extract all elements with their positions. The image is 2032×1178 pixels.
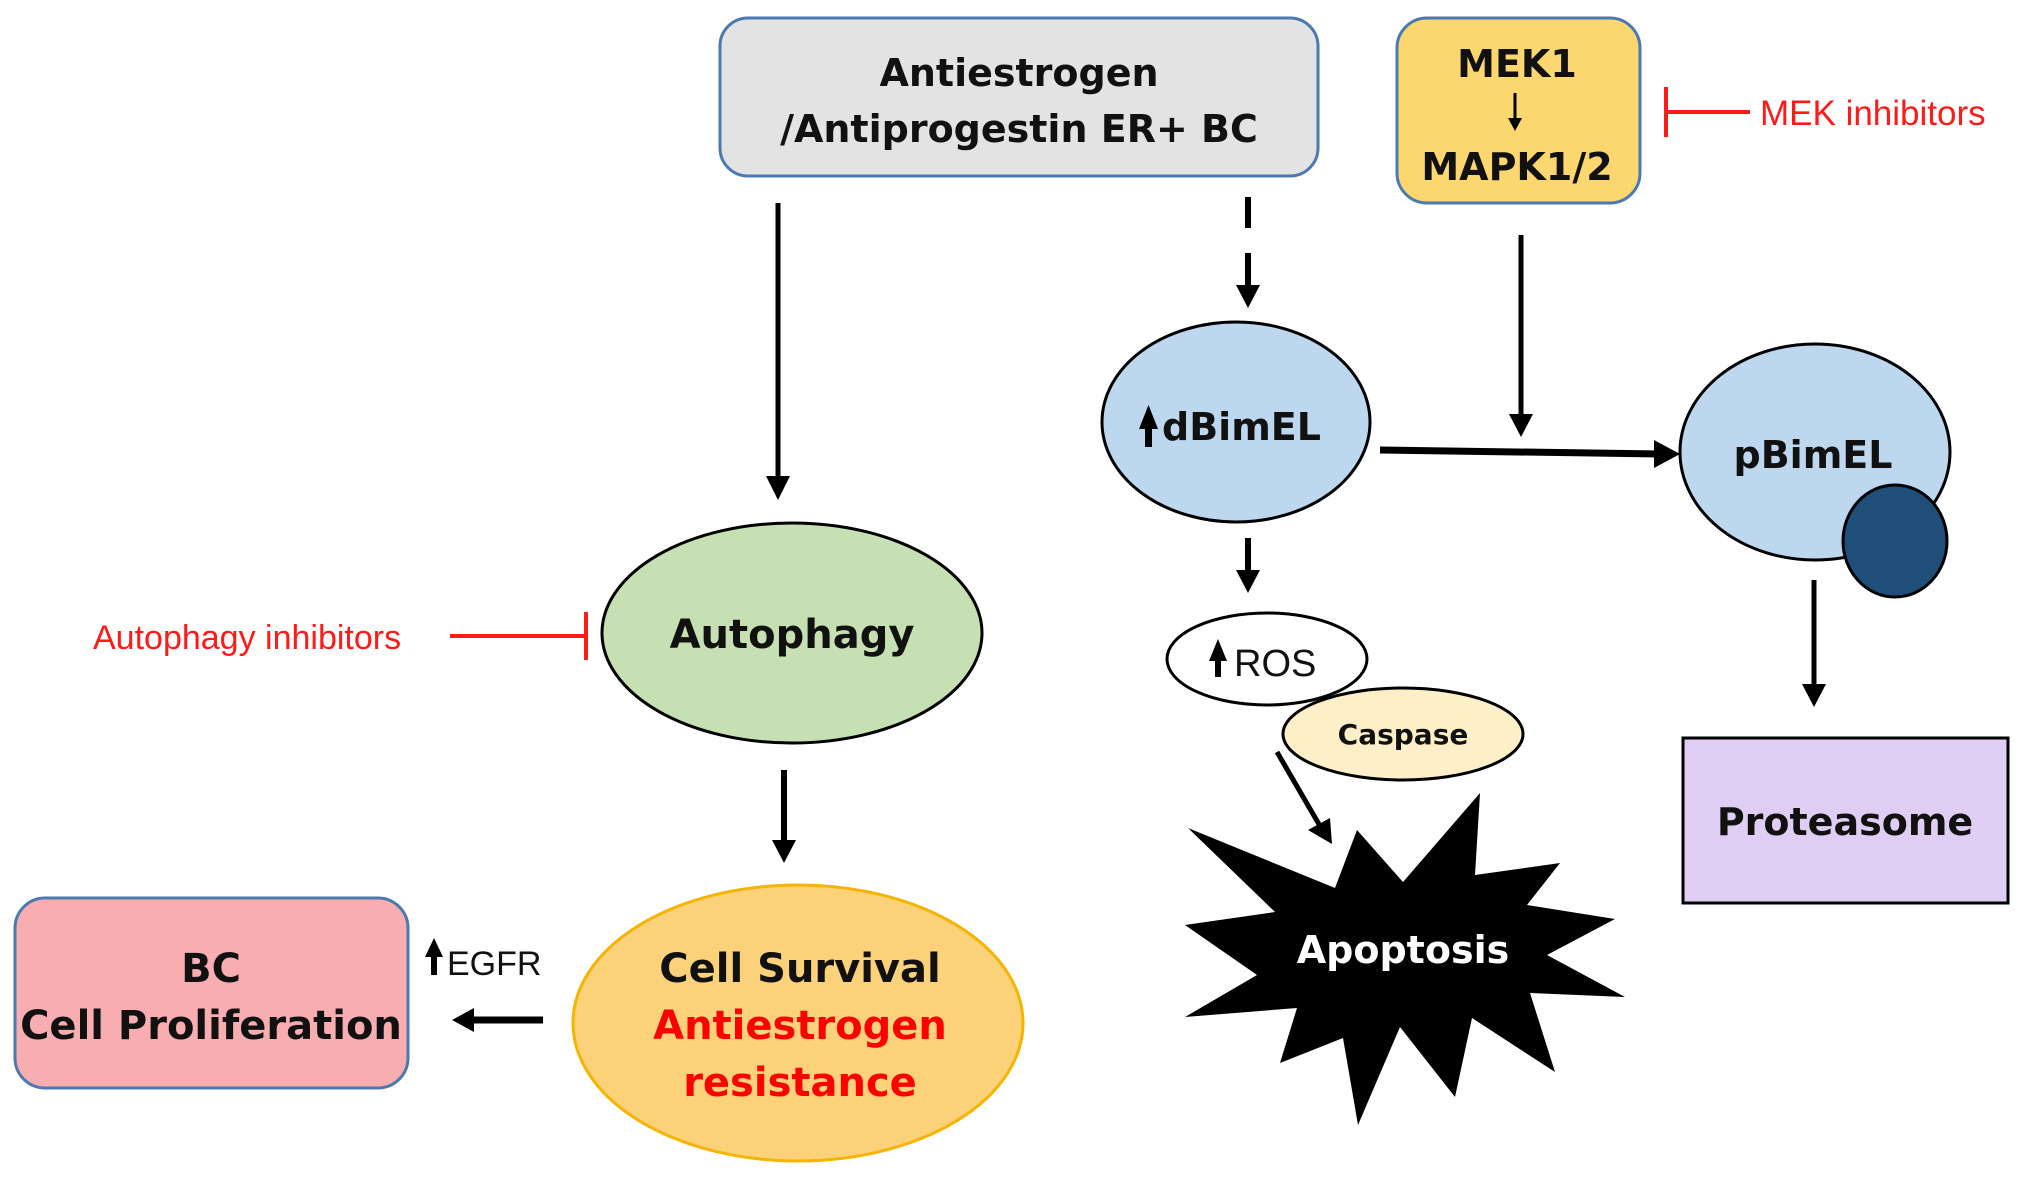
proteasome-label: Proteasome: [1717, 800, 1973, 844]
pbimel-node[interactable]: pBimEL: [1678, 342, 1952, 599]
phosphate-group-icon: [1841, 483, 1949, 599]
cell-proliferation-label: Cell Proliferation: [20, 1003, 402, 1049]
cell-survival-label: Cell Survival: [659, 946, 940, 992]
apoptosis-label: Apoptosis: [1297, 928, 1509, 972]
dbimel-label: dBimEL: [1162, 405, 1321, 449]
autophagy-node[interactable]: Autophagy: [600, 521, 984, 745]
antiestrogen-label-line2: /Antiprogestin ER+ BC: [780, 107, 1258, 151]
mek-inhibitors-label: MEK inhibitors: [1760, 94, 1986, 133]
arrow-autophagy-to-survival: [772, 770, 796, 863]
arrow-pbimel-to-proteasome: [1802, 580, 1826, 707]
cell-survival-shape: [571, 883, 1025, 1163]
dashed-arrow-antiestrogen-to-dbimel: [1236, 197, 1260, 308]
arrow-mek-to-pbimel: [1509, 235, 1533, 437]
autophagy-inhibitors-label: Autophagy inhibitors: [93, 619, 401, 657]
mek-inhibitors[interactable]: MEK inhibitors: [1664, 87, 1986, 137]
ros-shape: [1165, 611, 1369, 707]
egfr-label: EGFR: [447, 945, 541, 983]
antiestrogen-label-line1: Antiestrogen: [879, 51, 1158, 95]
mek-internal-arrow-icon: [1508, 93, 1522, 131]
apoptosis-starburst-shape: [1185, 793, 1625, 1125]
ros-label: ROS: [1234, 643, 1316, 685]
arrow-survival-to-proliferation: [452, 1008, 543, 1032]
arrow-dbimel-to-pbimel: [1379, 440, 1680, 468]
bc-proliferation-shape: [13, 896, 410, 1090]
autophagy-label: Autophagy: [670, 612, 915, 658]
proteasome-shape: [1681, 736, 2010, 905]
cell-survival-node[interactable]: Cell Survival Antiestrogen resistance: [571, 883, 1025, 1163]
antiestrogen-resistance-label-line2: resistance: [683, 1060, 917, 1106]
apoptosis-node[interactable]: Apoptosis: [1185, 793, 1625, 1125]
mek-box[interactable]: MEK1 MAPK1/2: [1395, 16, 1642, 205]
antiestrogen-box[interactable]: Antiestrogen /Antiprogestin ER+ BC: [718, 16, 1320, 178]
pbimel-label: pBimEL: [1734, 433, 1893, 477]
dbimel-node[interactable]: dBimEL: [1100, 320, 1372, 524]
dbimel-up-arrow-icon: [1139, 405, 1158, 447]
caspase-shape: [1281, 686, 1525, 782]
antiestrogen-box-shape: [718, 16, 1320, 178]
autophagy-shape: [600, 521, 984, 745]
dbimel-shape: [1100, 320, 1372, 524]
bc-proliferation-box[interactable]: BC Cell Proliferation: [13, 896, 410, 1090]
caspase-node[interactable]: Caspase: [1281, 686, 1525, 782]
mapk-label: MAPK1/2: [1421, 145, 1612, 189]
egfr-up-arrow-icon: [425, 938, 443, 975]
arrow-caspase-to-apoptosis: [1274, 750, 1332, 844]
bc-label: BC: [181, 946, 241, 992]
mek-box-shape: [1395, 16, 1642, 205]
antiestrogen-resistance-label-line1: Antiestrogen: [653, 1003, 947, 1049]
proteasome-box[interactable]: Proteasome: [1681, 736, 2010, 905]
mek1-label: MEK1: [1457, 42, 1577, 86]
egfr-label-group: EGFR: [425, 938, 541, 983]
arrow-dbimel-to-ros: [1236, 538, 1260, 593]
ros-node[interactable]: ROS: [1165, 611, 1369, 707]
ros-up-arrow-icon: [1209, 639, 1227, 677]
arrow-antiestrogen-to-autophagy: [766, 203, 790, 500]
autophagy-inhibitors[interactable]: Autophagy inhibitors: [93, 612, 588, 660]
caspase-label: Caspase: [1338, 718, 1469, 751]
